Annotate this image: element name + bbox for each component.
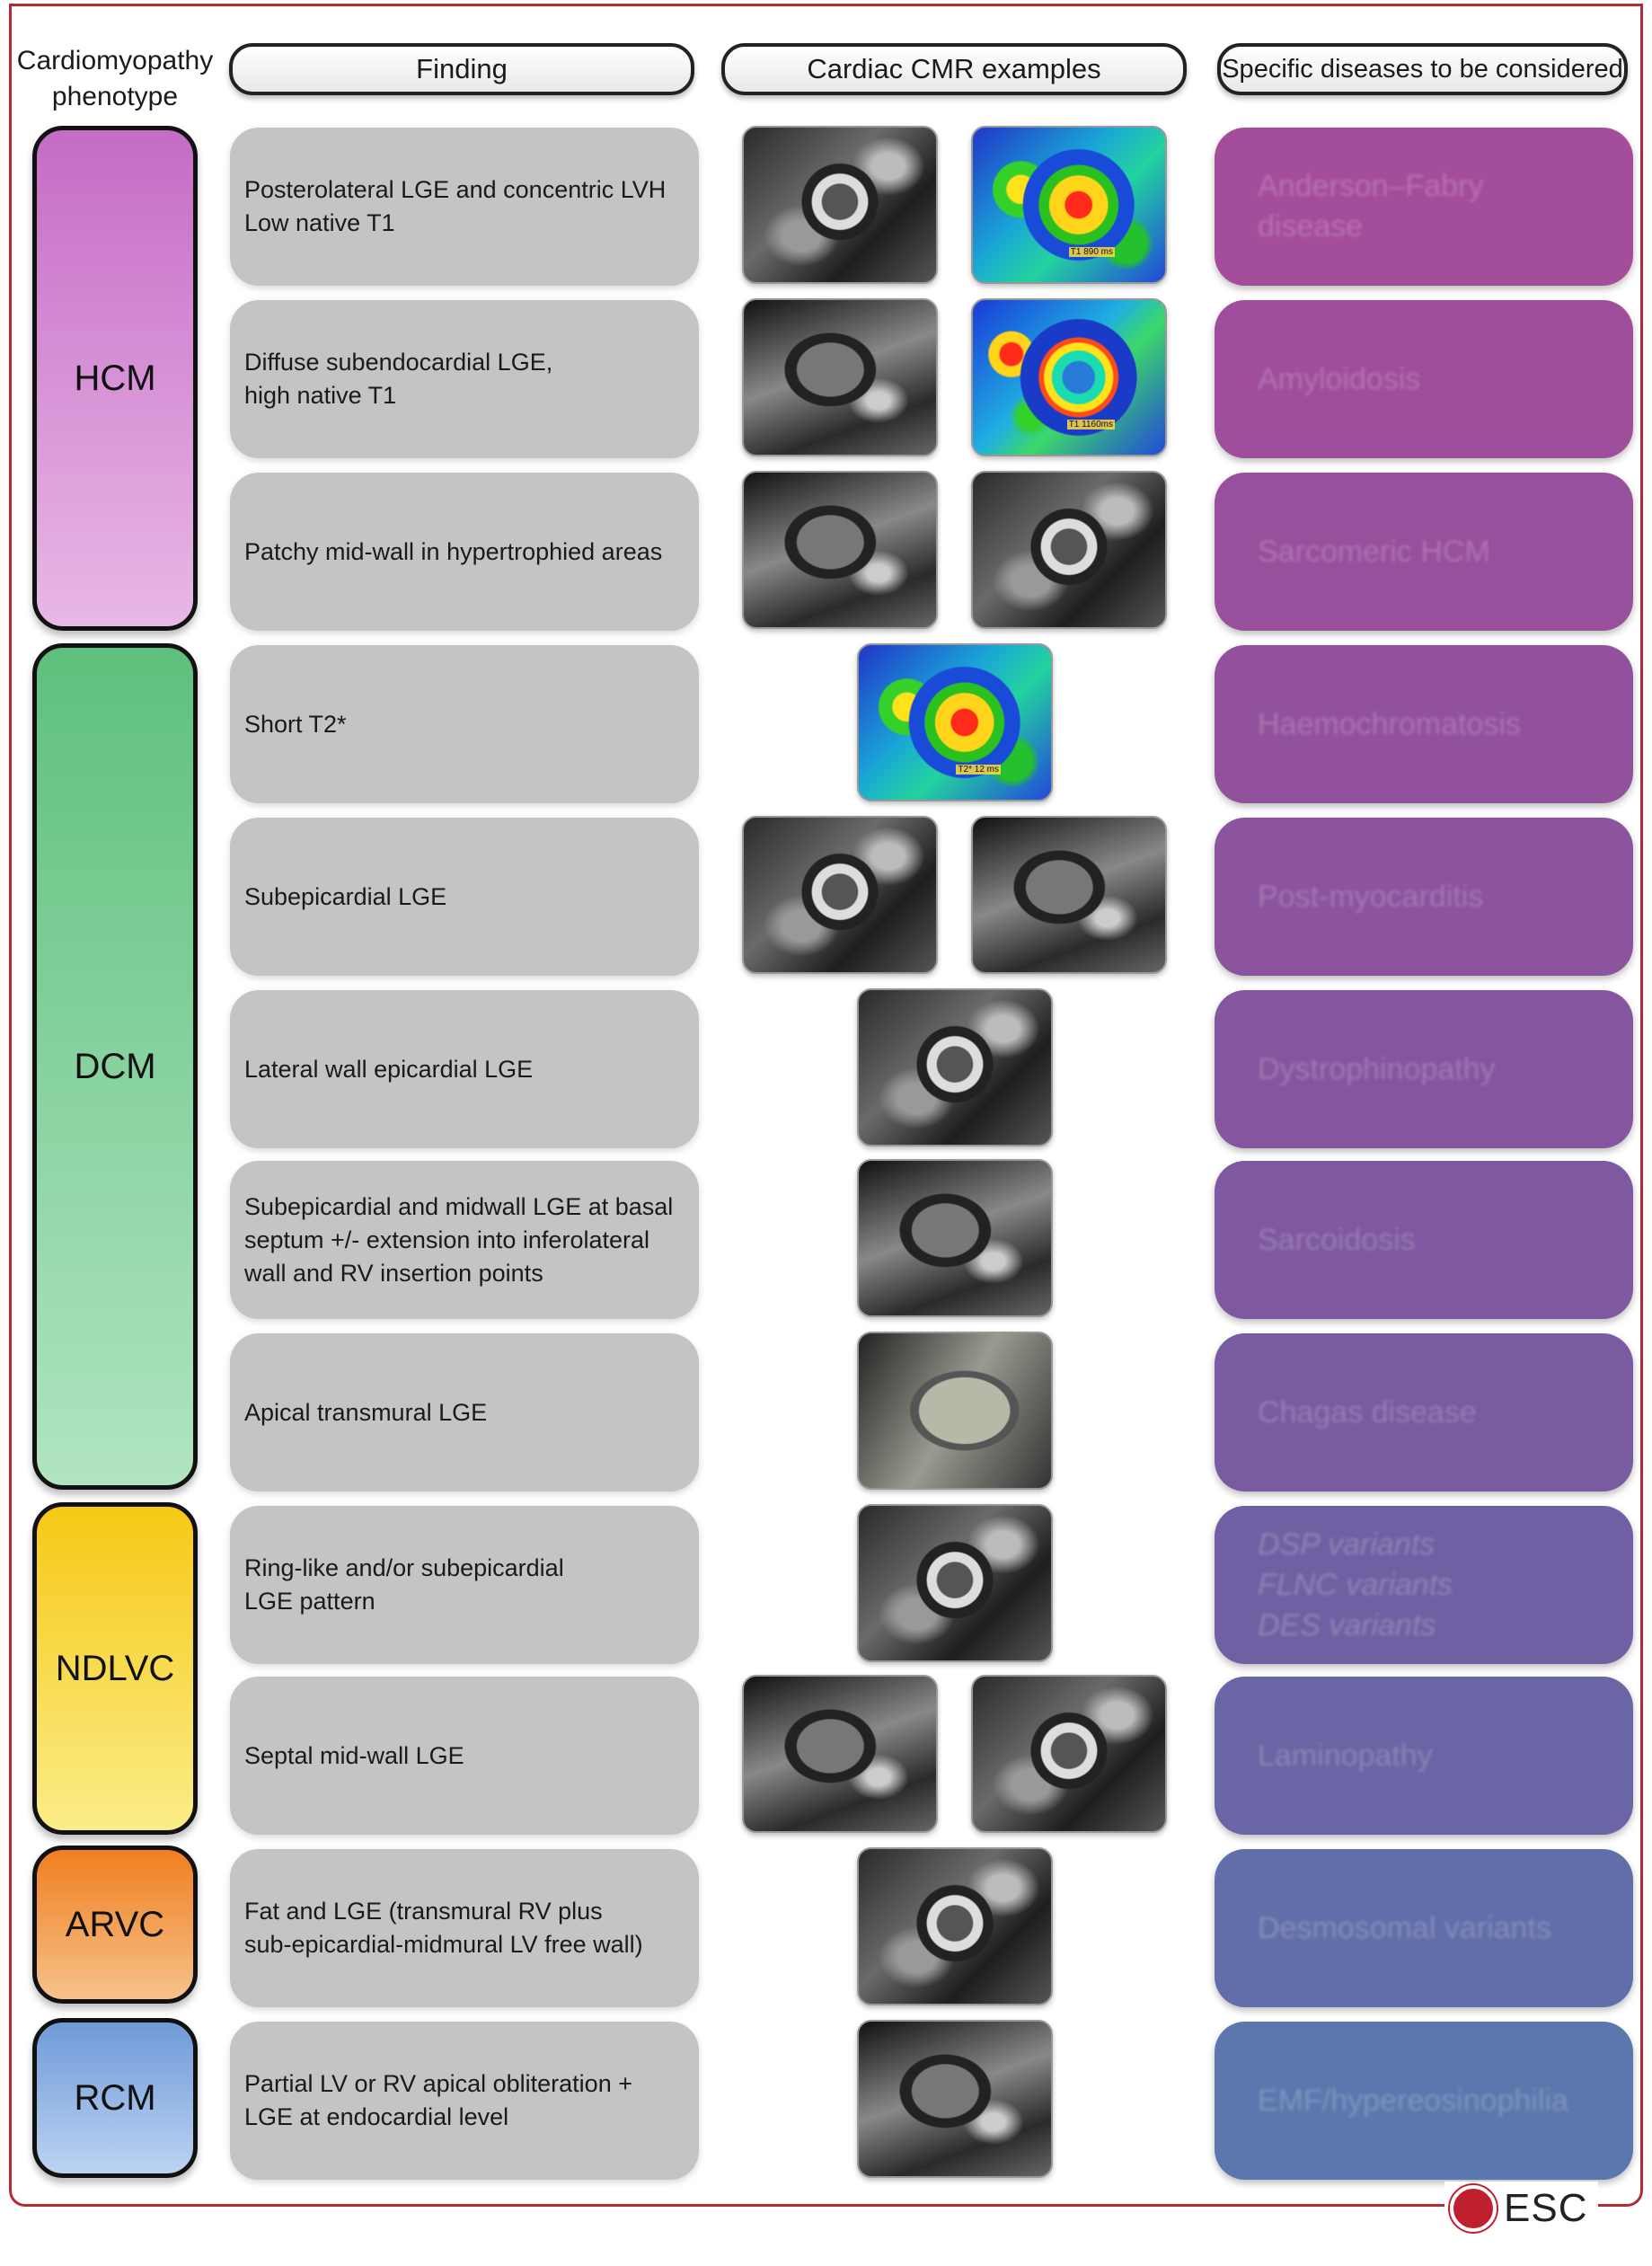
figure-frame (9, 4, 1643, 2207)
cmr-t1-map-image: T1 890 ms (971, 126, 1167, 284)
cmr-image (857, 1159, 1053, 1317)
esc-logo-text: ESC (1504, 2186, 1588, 2230)
esc-logo: ESC (1444, 2182, 1599, 2235)
map-value-label: T1 890 ms (1068, 247, 1115, 257)
disease-text: DSP variants FLNC variants DES variants (1258, 1527, 1453, 1642)
disease-text: Chagas disease (1258, 1394, 1477, 1430)
disease-text: Post-myocarditis (1258, 879, 1484, 914)
finding-text: Apical transmural LGE (244, 1398, 488, 1426)
disease-text: Haemochromatosis (1258, 706, 1521, 741)
disease-box: DSP variants FLNC variants DES variants (1215, 1506, 1633, 1664)
finding-text: Fat and LGE (transmural RV plus sub-epic… (244, 1898, 643, 1958)
disease-box: Amyloidosis (1215, 300, 1633, 458)
cmr-image (857, 2020, 1053, 2178)
disease-text: Anderson–Fabry disease (1258, 169, 1484, 243)
finding-text: Lateral wall epicardial LGE (244, 1055, 534, 1083)
disease-text: Dystrophinopathy (1258, 1051, 1496, 1086)
map-value-label: T2* 12 ms (956, 765, 1001, 775)
disease-box: Anderson–Fabry disease (1215, 128, 1633, 286)
finding-box: Patchy mid-wall in hypertrophied areas (230, 473, 699, 631)
frame-top-border (9, 4, 1643, 6)
disease-text: Laminopathy (1258, 1738, 1433, 1773)
finding-box: Apical transmural LGE (230, 1333, 699, 1491)
finding-box: Subepicardial and midwall LGE at basal s… (230, 1161, 699, 1319)
disease-text: Sarcoidosis (1258, 1222, 1416, 1257)
cmr-image (857, 1504, 1053, 1662)
finding-box: Septal mid-wall LGE (230, 1677, 699, 1835)
cmr-image (742, 1675, 938, 1833)
disease-box: Sarcomeric HCM (1215, 473, 1633, 631)
disease-text: Desmosomal variants (1258, 1910, 1551, 1945)
finding-box: Ring-like and/or subepicardial LGE patte… (230, 1506, 699, 1664)
cmr-image (857, 1847, 1053, 2005)
disease-box: Desmosomal variants (1215, 1849, 1633, 2007)
disease-box: Sarcoidosis (1215, 1161, 1633, 1319)
cmr-image (971, 816, 1167, 974)
phenotype-ndlvc: NDLVC (32, 1502, 198, 1835)
phenotype-rcm: RCM (32, 2018, 198, 2178)
header-cmr-examples: Cardiac CMR examples (721, 43, 1187, 95)
finding-box: Fat and LGE (transmural RV plus sub-epic… (230, 1849, 699, 2007)
cmr-image (742, 126, 938, 284)
finding-text: Septal mid-wall LGE (244, 1741, 464, 1769)
finding-box: Short T2* (230, 645, 699, 803)
cmr-image (971, 471, 1167, 629)
disease-box: EMF/hypereosinophilia (1215, 2022, 1633, 2180)
finding-text: Diffuse subendocardial LGE, high native … (244, 349, 553, 409)
finding-box: Posterolateral LGE and concentric LVH Lo… (230, 128, 699, 286)
heart-icon (1450, 2185, 1497, 2232)
header-specific-diseases: Specific diseases to be considered (1217, 43, 1628, 95)
phenotype-arvc: ARVC (32, 1846, 198, 2004)
header-finding: Finding (229, 43, 694, 95)
cmr-t1-map-image: T1 1160ms (971, 298, 1167, 456)
finding-text: Short T2* (244, 710, 347, 738)
finding-text: Partial LV or RV apical obliteration + L… (244, 2070, 632, 2130)
disease-text: Sarcomeric HCM (1258, 534, 1490, 569)
phenotype-dcm: DCM (32, 643, 198, 1490)
disease-box: Post-myocarditis (1215, 818, 1633, 976)
map-value-label: T1 1160ms (1066, 420, 1115, 429)
finding-text: Posterolateral LGE and concentric LVH Lo… (244, 176, 667, 236)
disease-box: Laminopathy (1215, 1677, 1633, 1835)
disease-text: Amyloidosis (1258, 361, 1421, 396)
cmr-image (971, 1675, 1167, 1833)
disease-text: EMF/hypereosinophilia (1258, 2083, 1568, 2118)
cmr-image (857, 1332, 1053, 1490)
cmr-image (742, 298, 938, 456)
disease-box: Chagas disease (1215, 1333, 1633, 1491)
cmr-image (742, 816, 938, 974)
finding-box: Diffuse subendocardial LGE, high native … (230, 300, 699, 458)
disease-box: Haemochromatosis (1215, 645, 1633, 803)
finding-text: Patchy mid-wall in hypertrophied areas (244, 537, 663, 565)
cmr-t2star-map-image: T2* 12 ms (857, 643, 1053, 801)
finding-box: Subepicardial LGE (230, 818, 699, 976)
finding-text: Ring-like and/or subepicardial LGE patte… (244, 1554, 564, 1615)
disease-box: Dystrophinopathy (1215, 990, 1633, 1148)
finding-text: Subepicardial LGE (244, 882, 447, 910)
finding-box: Partial LV or RV apical obliteration + L… (230, 2022, 699, 2180)
header-phenotype: Cardiomyopathy phenotype (16, 46, 214, 111)
phenotype-hcm: HCM (32, 126, 198, 631)
cmr-image (742, 471, 938, 629)
finding-text: Subepicardial and midwall LGE at basal s… (244, 1192, 674, 1287)
finding-box: Lateral wall epicardial LGE (230, 990, 699, 1148)
cmr-image (857, 988, 1053, 1146)
